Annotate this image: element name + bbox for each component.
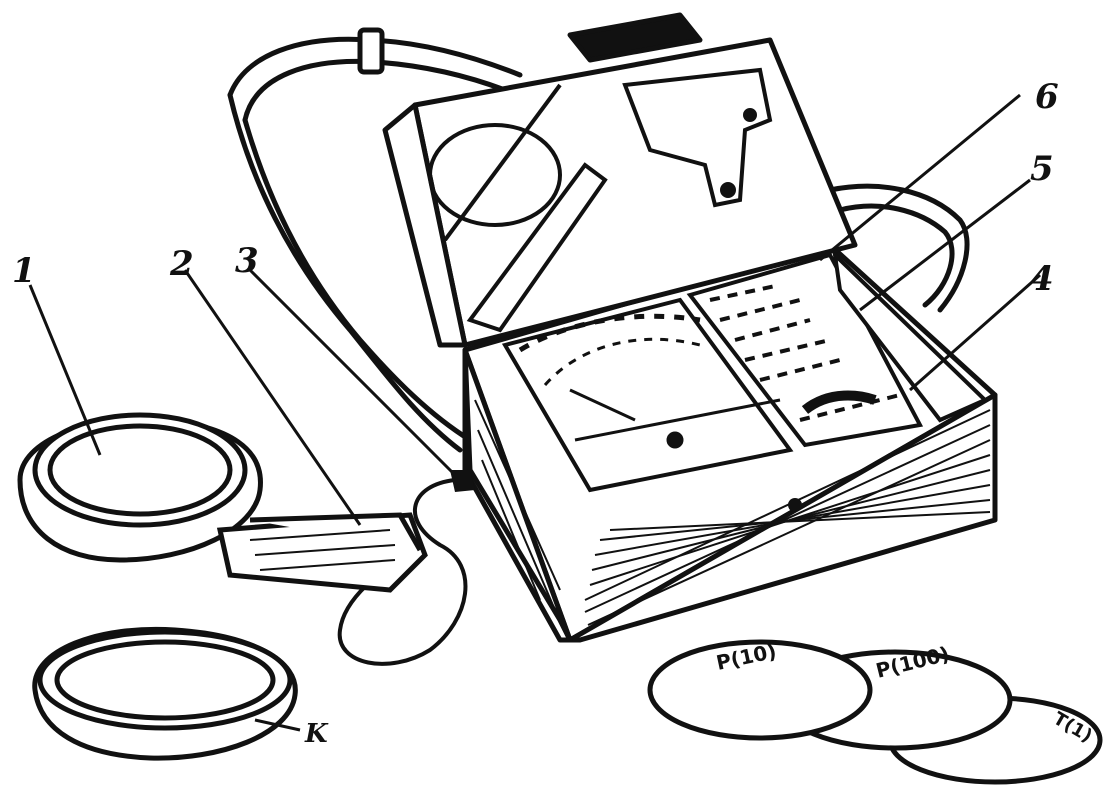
probe-handle-texture — [249, 529, 396, 571]
cable-connector — [450, 470, 475, 492]
label-1: 1 — [12, 251, 36, 291]
label-2: 2 — [169, 244, 194, 284]
label-k: K — [304, 719, 329, 749]
meter-dial — [518, 313, 781, 449]
probe-cap — [32, 626, 298, 761]
box-wood-grain — [474, 399, 991, 626]
label-5: 5 — [1030, 149, 1054, 189]
detector-probe — [17, 412, 428, 593]
label-4: 4 — [1030, 259, 1054, 299]
label-6: 6 — [1035, 77, 1059, 117]
lid-contents — [428, 67, 773, 333]
label-3: 3 — [235, 241, 259, 281]
probe-cable — [337, 478, 468, 666]
box-lock-icon — [788, 498, 802, 512]
filter-discs — [647, 639, 1103, 785]
probe-handle — [801, 390, 877, 415]
control-panel — [709, 283, 901, 422]
leader-lines — [28, 93, 1041, 732]
shoulder-strap — [227, 27, 970, 453]
